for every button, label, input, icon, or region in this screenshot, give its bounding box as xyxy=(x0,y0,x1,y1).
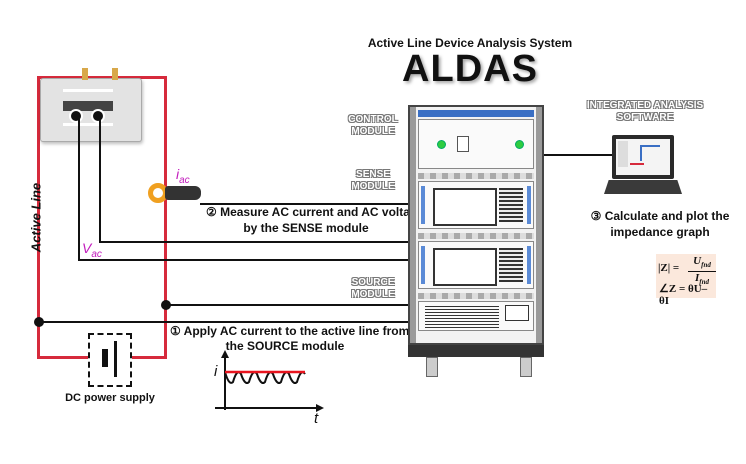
current-clamp-body xyxy=(165,186,201,200)
tab-right xyxy=(112,68,118,80)
step3-line2: impedance graph xyxy=(610,225,710,239)
voltage-label: Vac xyxy=(82,240,102,260)
step2-line1: ② Measure AC current and AC voltage xyxy=(206,205,424,219)
source-wire-2 xyxy=(38,321,410,323)
source-wire-1 xyxy=(166,304,410,306)
sense-module-2-panel xyxy=(418,241,534,289)
active-line-top xyxy=(37,76,166,79)
active-line-left xyxy=(37,76,40,358)
current-waveform xyxy=(215,350,324,412)
rack-wheel-right xyxy=(520,357,532,377)
source-display xyxy=(505,305,529,321)
dc-supply-label: DC power supply xyxy=(65,392,155,404)
step1-line1: ① Apply AC current to the active line fr… xyxy=(170,324,410,338)
control-switch xyxy=(457,136,469,152)
system-subtitle: Active Line Device Analysis System xyxy=(367,36,573,50)
current-label: iac xyxy=(176,166,190,186)
tab-left xyxy=(82,68,88,80)
terminal-v1 xyxy=(69,109,83,123)
active-line-label: Active Line xyxy=(28,182,44,253)
sense-2-screen xyxy=(433,248,497,286)
system-title: ALDAS xyxy=(402,48,538,90)
active-line-right xyxy=(164,76,167,358)
step1-line2: the SOURCE module xyxy=(225,339,345,353)
voltage-wire-1 xyxy=(78,118,80,260)
current-wire xyxy=(200,203,410,205)
formula-fraction: Ufnd Ifnd xyxy=(688,255,716,288)
control-led-right xyxy=(515,140,524,149)
battery-long-plate xyxy=(114,341,117,377)
laptop-screen xyxy=(612,135,674,179)
waveform-x-label: t xyxy=(314,410,319,427)
rack-brand-header xyxy=(418,110,534,117)
sense-1-screen xyxy=(433,188,497,226)
voltage-wire-2 xyxy=(99,118,101,242)
aldas-rack xyxy=(408,105,544,345)
formula-magnitude-lhs: |Z| = xyxy=(658,262,680,274)
sense-module-1-panel xyxy=(418,181,534,229)
formula-phase: ∠Z = θU–θI xyxy=(659,283,708,307)
terminal-v2 xyxy=(91,109,105,123)
dc-power-supply xyxy=(88,333,132,387)
line-connector-device xyxy=(40,78,142,142)
voltage-wire-2-h xyxy=(99,241,410,243)
voltage-wire-1-h xyxy=(78,259,410,261)
software-link-wire xyxy=(544,154,614,156)
step2-line2: by the SENSE module xyxy=(243,221,369,235)
laptop-keyboard xyxy=(604,180,682,194)
impedance-formula: |Z| = Ufnd Ifnd ∠Z = θU–θI xyxy=(656,254,716,307)
rack-wheel-left xyxy=(426,357,438,377)
x-axis-arrow xyxy=(316,404,324,412)
ac-wave xyxy=(224,371,306,384)
waveform-y-label: i xyxy=(214,363,218,380)
control-module-panel xyxy=(418,119,534,169)
rack-base xyxy=(408,345,544,357)
y-axis-arrow xyxy=(221,350,229,358)
control-led-left xyxy=(437,140,446,149)
battery-short-plate xyxy=(102,349,108,367)
step3-line1: ③ Calculate and plot the xyxy=(590,209,730,223)
source-module-panel xyxy=(418,301,534,331)
